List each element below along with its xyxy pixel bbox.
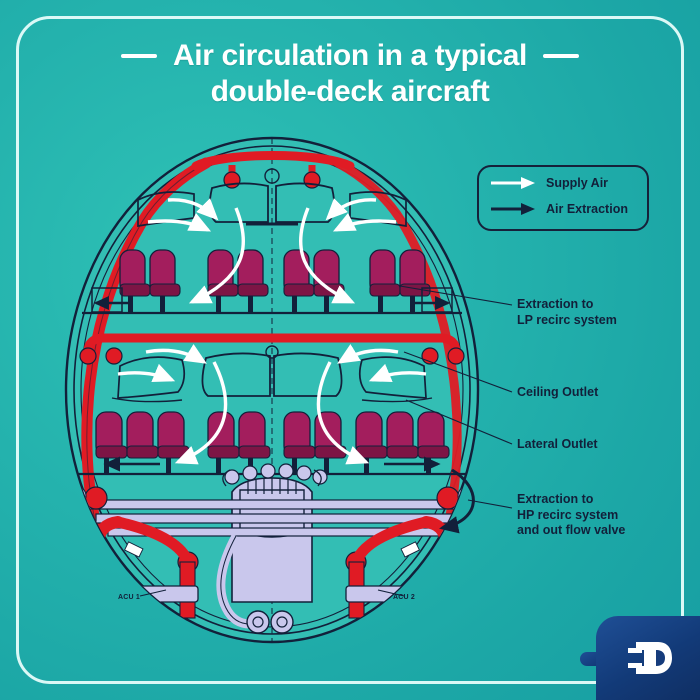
extraction-grille-upper-left (91, 287, 123, 313)
air-extraction-arrow-icon (491, 203, 535, 215)
leader-lp (399, 285, 513, 306)
manifold-upper (85, 499, 467, 510)
lp-nozzle-left-outer (79, 347, 97, 365)
lateral-outlet-lower-right (358, 356, 427, 399)
lateral-duct-line-left (111, 397, 183, 403)
lower-crown-fixture (265, 345, 279, 359)
hp-branch-left (112, 516, 194, 568)
manifold-mid (95, 513, 457, 524)
title-line-1: Air circulation in a typical (173, 39, 527, 72)
ceiling-supply-duct (191, 151, 355, 171)
annotation-ceiling-outlet: Ceiling Outlet (517, 385, 599, 399)
supply-arrows-lower-deck (117, 343, 427, 465)
hp-pipe-left-coupling (124, 541, 144, 558)
legend-box: Supply Air Air Extraction (477, 165, 649, 231)
extraction-grille-upper-right (421, 287, 453, 313)
supply-duct-right-riser (333, 158, 462, 560)
label-acu-1: ACU 1 (118, 594, 141, 601)
title-dash-right (542, 54, 579, 58)
upper-deck-seats (119, 249, 431, 312)
annotation-leader-lines (139, 285, 513, 597)
supply-air-arrow-icon (491, 177, 535, 189)
brand-logo-icon (628, 642, 672, 674)
label-acu-2: ACU 2 (393, 594, 416, 601)
annotation-lp-recirc: Extraction to LP recirc system (517, 297, 617, 327)
brand-badge[interactable] (596, 616, 700, 700)
legend-label-air-extraction: Air Extraction (546, 202, 628, 216)
hp-pipe-right-coupling (400, 541, 420, 558)
lavender-balls-left (66, 485, 87, 523)
overhead-bin-lower-right (273, 352, 343, 397)
outflow-valve-right (270, 610, 294, 634)
supply-arrows-upper-deck (147, 198, 397, 304)
lp-nozzle-right-outer (447, 347, 465, 365)
crown-fixture (264, 168, 280, 184)
legend-label-supply-air: Supply Air (546, 176, 609, 190)
hp-extraction-arrow (439, 468, 475, 534)
badge-notch (580, 652, 596, 666)
legend-item-supply-air: Supply Air (490, 176, 608, 190)
legend-item-air-extraction: Air Extraction (490, 202, 628, 216)
overhead-bin-lower-left (201, 352, 271, 397)
lateral-duct-line-right (361, 397, 433, 403)
leader-ceiling (403, 351, 513, 393)
lp-nozzle-left-inner (105, 347, 123, 365)
belly-downpipe-outline (220, 535, 251, 625)
leader-acu1 (139, 589, 167, 597)
leader-acu2 (377, 589, 405, 597)
title-dash-left (121, 54, 158, 58)
leader-lateral (405, 399, 513, 445)
hp-branch-right (350, 516, 432, 568)
outflow-valve-left (246, 610, 270, 634)
title-line-2: double-deck aircraft (210, 75, 490, 108)
poster-title: Air circulation in a typical double-deck… (0, 38, 700, 110)
supply-duct-left-outline (86, 162, 207, 556)
leader-hp (467, 499, 513, 509)
annotation-lateral-outlet: Lateral Outlet (517, 437, 598, 451)
mixer-valve-balls (224, 463, 328, 485)
annotation-hp-recirc: Extraction to HP recirc system and out f… (517, 492, 626, 537)
lateral-outlet-lower-left (117, 356, 186, 399)
mixer-risers (247, 478, 297, 494)
